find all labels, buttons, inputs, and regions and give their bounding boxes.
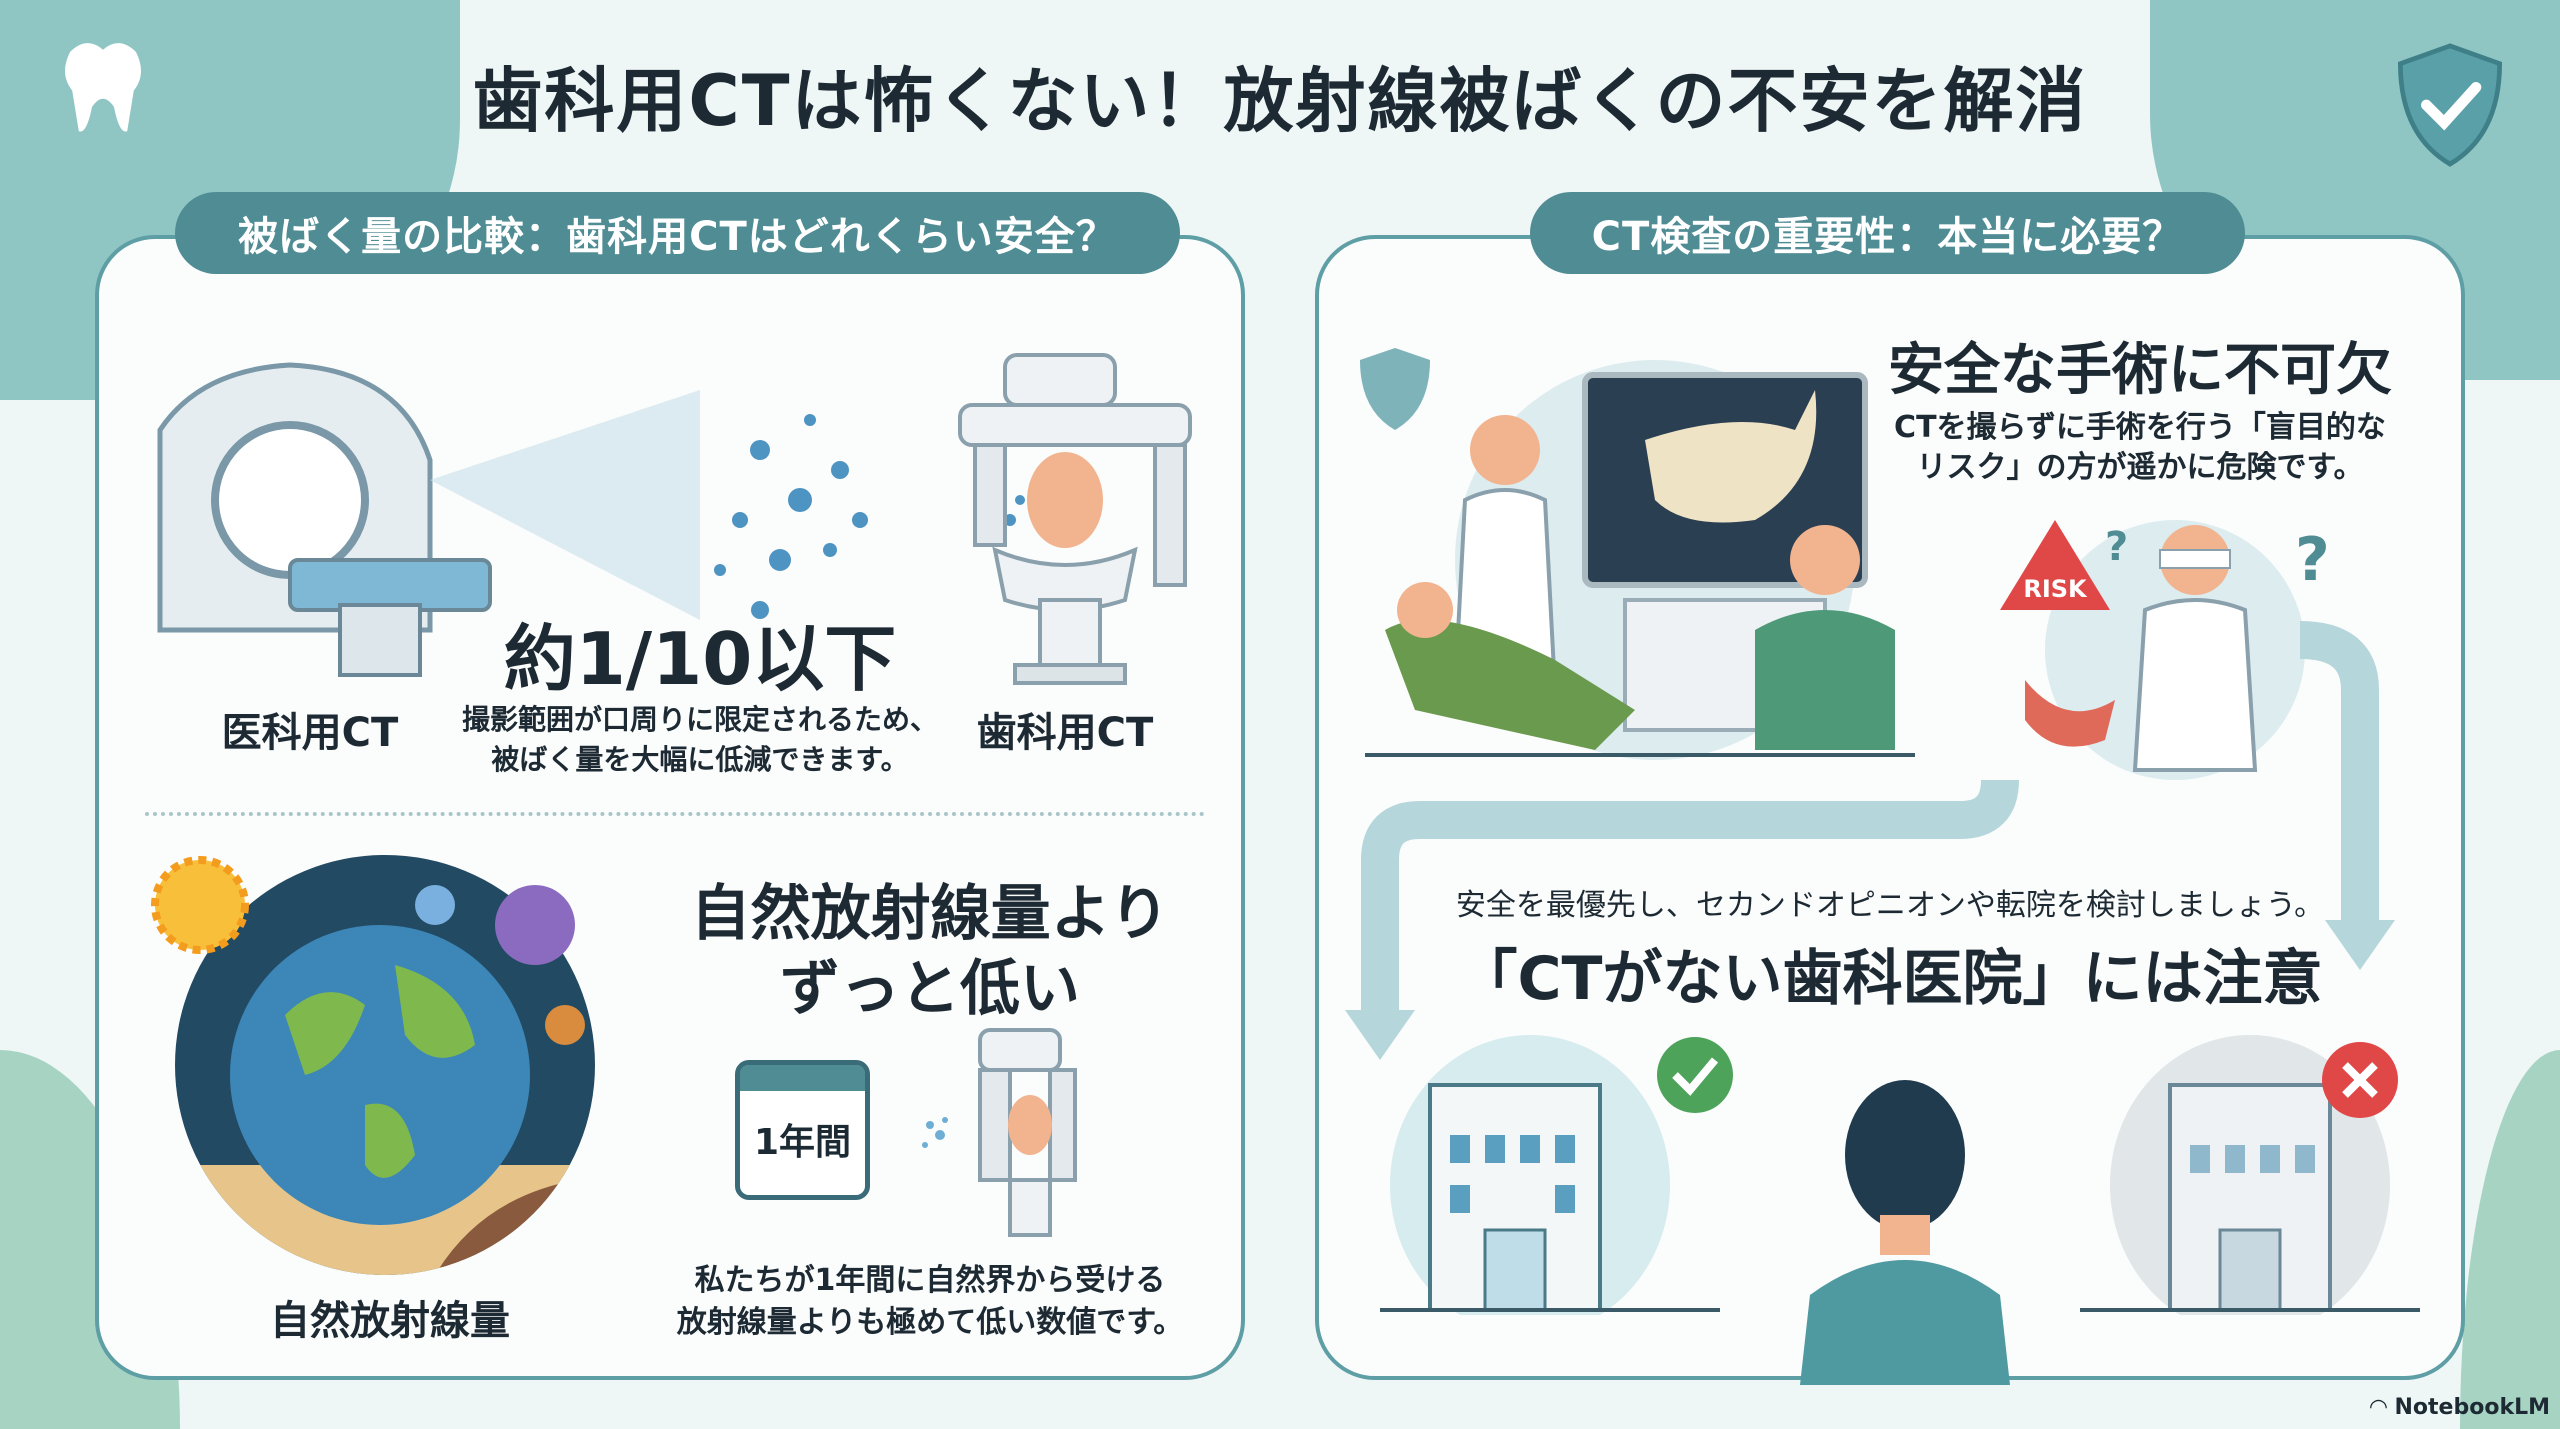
svg-text:?: ? xyxy=(2295,525,2330,595)
ratio-description-line: 撮影範囲が口周りに限定されるため、 xyxy=(461,703,938,736)
section-divider xyxy=(145,812,1205,816)
ct-importance-header: CT検査の重要性：本当に必要？ xyxy=(1530,192,2245,274)
notebooklm-watermark: ◠ NotebookLM xyxy=(2370,1395,2550,1420)
shield-check-icon xyxy=(2397,43,2503,167)
patient-back-view-illustration xyxy=(1800,1080,2010,1385)
calendar-label: 1年間 xyxy=(753,1122,852,1163)
notebooklm-logo-icon: ◠ xyxy=(2369,1395,2395,1420)
risk-badge: RISK xyxy=(2023,575,2087,603)
dentist-consultation-illustration xyxy=(1360,348,1915,760)
natural-heading-line: ずっと低い xyxy=(780,954,1080,1024)
surgery-description-line: リスク」の方が遥かに危険です。 xyxy=(1916,450,2364,485)
dose-comparison-header: 被ばく量の比較：歯科用CTはどれくらい安全？ xyxy=(175,192,1180,274)
ratio-description-line: 被ばく量を大幅に低減できます。 xyxy=(491,743,909,776)
natural-description-line: 私たちが1年間に自然界から受ける xyxy=(694,1263,1166,1298)
clinic-with-ct-illustration xyxy=(1380,1035,1733,1315)
dental-ct-illustration xyxy=(958,353,1192,685)
surgery-heading: 安全な手術に不可欠 xyxy=(1888,338,2392,403)
clinic-without-ct-illustration xyxy=(2080,1035,2420,1315)
calendar-icon: 1年間 xyxy=(735,1060,870,1200)
earth-space-illustration xyxy=(151,855,595,1275)
medical-ct-label: 医科用CT xyxy=(221,710,399,756)
advice-text: 安全を最優先し、セカンドオピニオンや転院を検討しましょう。 xyxy=(1455,888,2325,923)
page-title: 歯科用CTは怖くない！放射線被ばくの不安を解消 xyxy=(472,60,2088,142)
natural-description-line: 放射線量よりも極めて低い数値です。 xyxy=(676,1305,1184,1340)
natural-radiation-label: 自然放射線量 xyxy=(270,1298,510,1344)
dose-ratio: 約1/10以下 xyxy=(503,617,897,701)
medical-ct-illustration xyxy=(157,362,1025,677)
natural-heading-line: 自然放射線量より xyxy=(690,879,1170,949)
watermark-text: NotebookLM xyxy=(2394,1395,2550,1420)
surgery-description-line: CTを撮らずに手術を行う「盲目的な xyxy=(1894,410,2386,445)
warning-heading: 「CTがない歯科医院」には注意 xyxy=(1457,944,2323,1014)
bg-blob xyxy=(2460,1050,2560,1429)
blindfolded-surgery-illustration: ? ? xyxy=(2000,520,2330,780)
dental-ct-label: 歯科用CT xyxy=(976,710,1154,756)
flow-arrow xyxy=(1345,621,2395,1060)
svg-text:?: ? xyxy=(2105,524,2128,570)
dental-ct-small-illustration xyxy=(922,1028,1077,1237)
tooth-icon xyxy=(65,43,141,132)
